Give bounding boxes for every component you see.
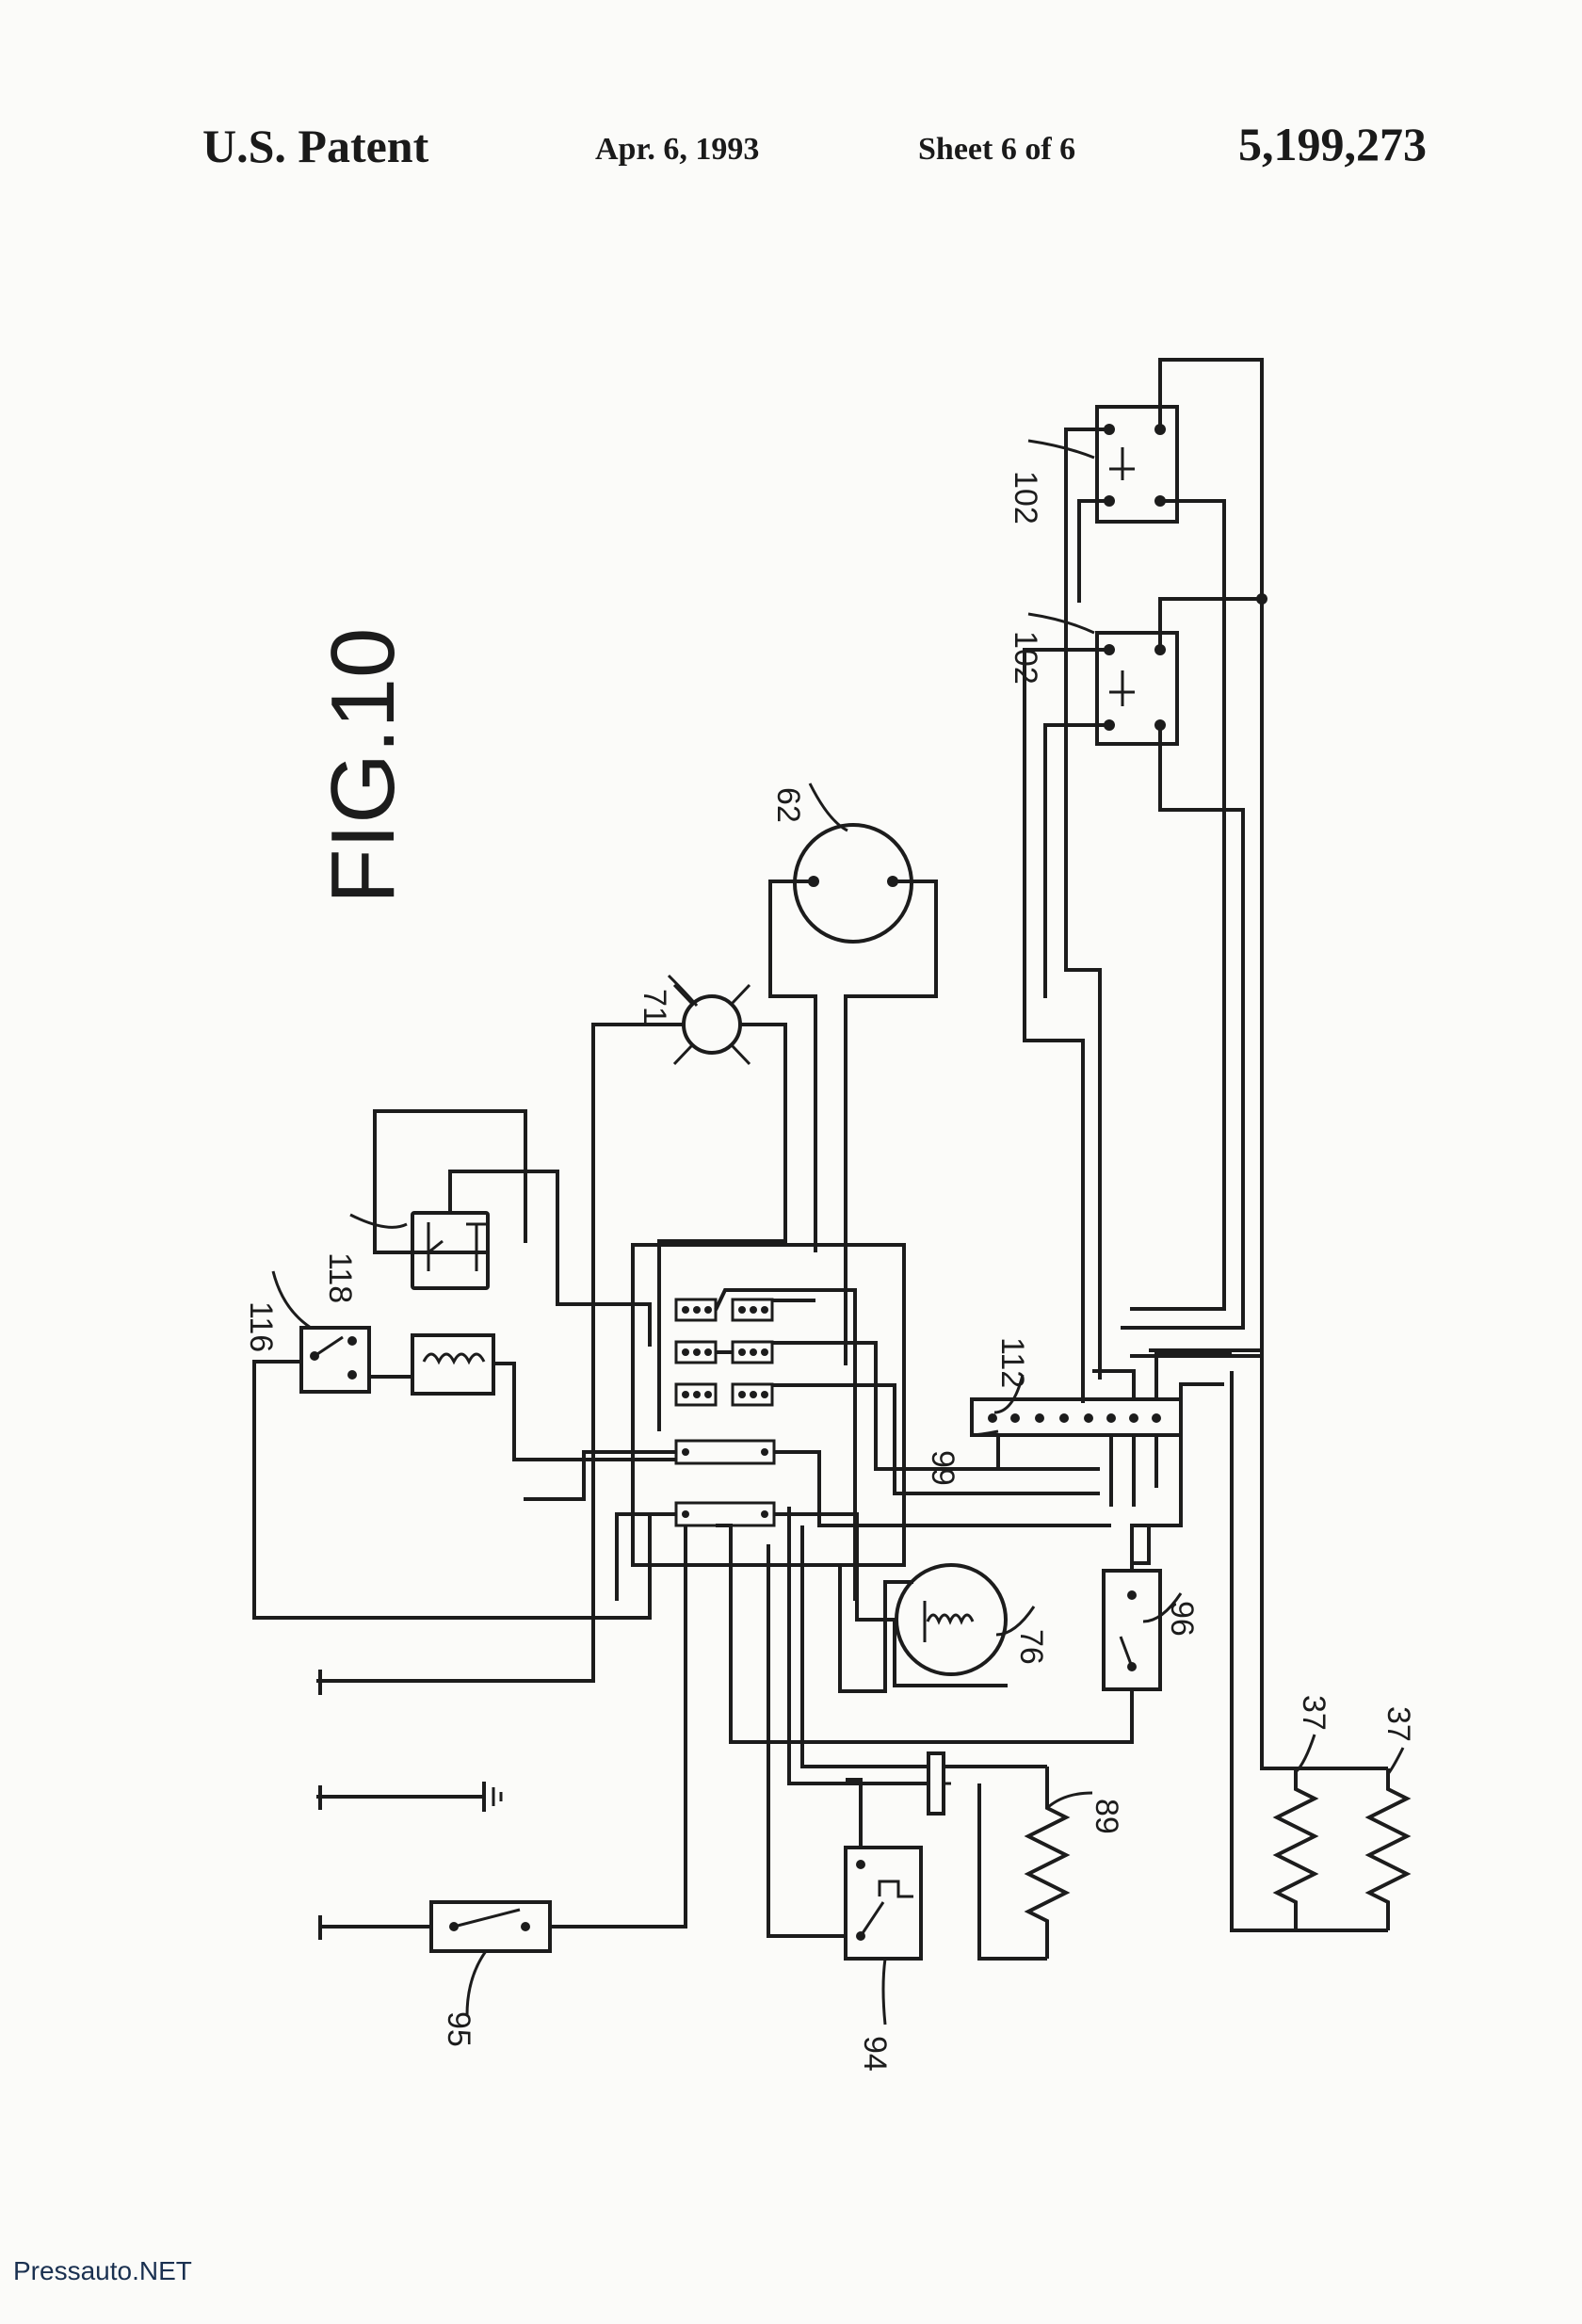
relay-wiring [1023,358,1267,1403]
power-leads [316,1670,503,1940]
label-76: 76 [1013,1629,1049,1665]
heater-37-left [1272,1768,1319,1930]
motor-76 [895,1563,1008,1676]
label-94: 94 [857,2036,893,2072]
sheet-number: Sheet 6 of 6 [918,132,1076,167]
label-37-left: 37 [1296,1695,1332,1731]
label-118: 118 [322,1252,358,1303]
thermostat-94 [844,1846,923,1961]
figure-label: FIG.10 [313,628,413,904]
terminal-strip-112 [970,1397,1183,1437]
callout-leaders [271,439,1405,2025]
switch-96 [1102,1569,1162,1691]
lamp-71 [316,983,787,1683]
label-96: 96 [1164,1601,1200,1637]
label-71: 71 [637,989,672,1025]
patent-header: U.S. Patent Apr. 6, 1993 Sheet 6 of 6 5,… [0,111,1582,186]
label-112: 112 [994,1337,1030,1388]
motor-62 [768,823,938,1365]
label-37-right: 37 [1380,1706,1416,1742]
heater-37-right [1364,1768,1412,1930]
label-62: 62 [770,787,806,823]
capacitor [927,1751,951,1816]
callout-labels: 102 102 62 71 118 116 112 99 76 96 37 37… [243,471,1416,2072]
watermark: Pressauto.NET [13,2256,192,2285]
switch-116 [299,1326,371,1394]
label-102-upper: 102 [1008,471,1043,525]
label-102-lower: 102 [1008,631,1043,685]
relay-118 [411,1211,495,1396]
label-99: 99 [925,1450,960,1486]
switch-95 [429,1900,552,1953]
label-89: 89 [1089,1799,1124,1834]
label-95: 95 [441,2011,476,2047]
relay-102-upper [1095,405,1179,524]
terminal-block [631,1243,906,1567]
patent-date: Apr. 6, 1993 [595,132,760,167]
label-116: 116 [243,1301,279,1352]
patent-label: U.S. Patent [202,120,429,172]
heater-89 [1024,1767,1071,1959]
patent-number: 5,199,273 [1238,118,1427,170]
relay-102-lower [1095,631,1179,746]
